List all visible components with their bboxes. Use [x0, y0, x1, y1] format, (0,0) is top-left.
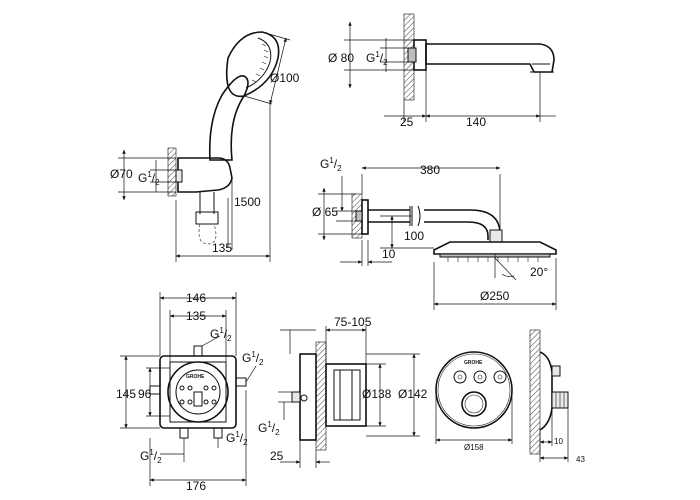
hand-shower-view: Ø100 Ø70 G1/2 1500 135 [110, 31, 300, 262]
dim-trim-depth-a: 10 [554, 437, 563, 446]
thread-label-right: G1/2 [242, 350, 264, 367]
bath-spout-view: Ø 80 G1/2 25 140 [328, 13, 556, 129]
shower-hose [195, 192, 219, 225]
thread-label: G1/2 [366, 50, 388, 67]
wall-holder [177, 157, 233, 193]
dim-body-width-outer: 146 [186, 291, 206, 305]
control-button-1 [453, 370, 467, 384]
thread-label-bottom-left: G1/2 [140, 448, 162, 465]
dim-rosette-diameter: Ø 65 [312, 205, 338, 219]
shower-arm [424, 209, 501, 240]
dim-spray-angle: 20° [530, 265, 548, 279]
concealed-body-view: GROHE 146 135 145 96 G1/2 G1/2 [116, 291, 264, 493]
trim-side-view: 10 43 [529, 329, 585, 464]
dim-body-height-outer: 145 [116, 387, 136, 401]
body-housing [325, 363, 367, 427]
dim-holder-diameter: Ø70 [110, 167, 133, 181]
dim-head-diameter: Ø100 [270, 71, 300, 85]
dim-body-diameter-inner: Ø138 [362, 387, 392, 401]
dim-arm-length: 380 [420, 163, 440, 177]
dim-body-width-inner: 135 [186, 309, 206, 323]
temperature-knob [461, 391, 487, 417]
thread-label-top: G1/2 [210, 326, 232, 343]
trim-brand: GROHE [464, 360, 483, 366]
rain-shower-head [433, 241, 557, 255]
thread-label: G1/2 [258, 420, 280, 437]
dim-hose-length: 1500 [234, 195, 261, 209]
dim-body-width-bottom: 176 [186, 479, 206, 493]
trim-plate-view: GROHE Ø158 [435, 351, 513, 452]
body-disc [167, 361, 229, 423]
wall-section [529, 329, 541, 455]
shower-handle [208, 75, 249, 161]
body-brand: GROHE [186, 374, 205, 380]
control-button-2 [473, 370, 487, 384]
dim-trim-depth-b: 43 [576, 455, 585, 464]
dim-side-offset: 25 [270, 449, 284, 463]
head-shower-view: 20° 380 Ø 65 G1/2 100 10 Ø250 [312, 156, 557, 310]
dim-body-diameter-outer: Ø142 [398, 387, 428, 401]
dim-head-diameter: Ø250 [480, 289, 510, 303]
wall-section [167, 147, 177, 197]
dim-depth-range: 75-105 [334, 315, 372, 329]
spout-body [425, 43, 555, 73]
body-side-view: 75-105 Ø138 Ø142 G1/2 25 [258, 315, 428, 468]
dim-body-height-inner: 96 [138, 387, 152, 401]
dim-projection: 135 [212, 241, 232, 255]
dim-arm-drop: 100 [404, 229, 424, 243]
trim-profile [539, 351, 553, 431]
thread-label: G1/2 [320, 156, 342, 173]
dim-wall-offset: 10 [382, 247, 396, 261]
shower-head [225, 31, 280, 98]
dim-wall-offset: 25 [400, 115, 414, 129]
control-button-3 [493, 370, 507, 384]
thread-label-bottom-right: G1/2 [226, 430, 248, 447]
thread-label: G1/2 [138, 170, 160, 187]
dim-trim-diameter: Ø158 [464, 443, 484, 452]
dim-spout-length: 140 [466, 115, 486, 129]
dim-spout-diameter: Ø 80 [328, 51, 354, 65]
wall-section [315, 341, 327, 451]
